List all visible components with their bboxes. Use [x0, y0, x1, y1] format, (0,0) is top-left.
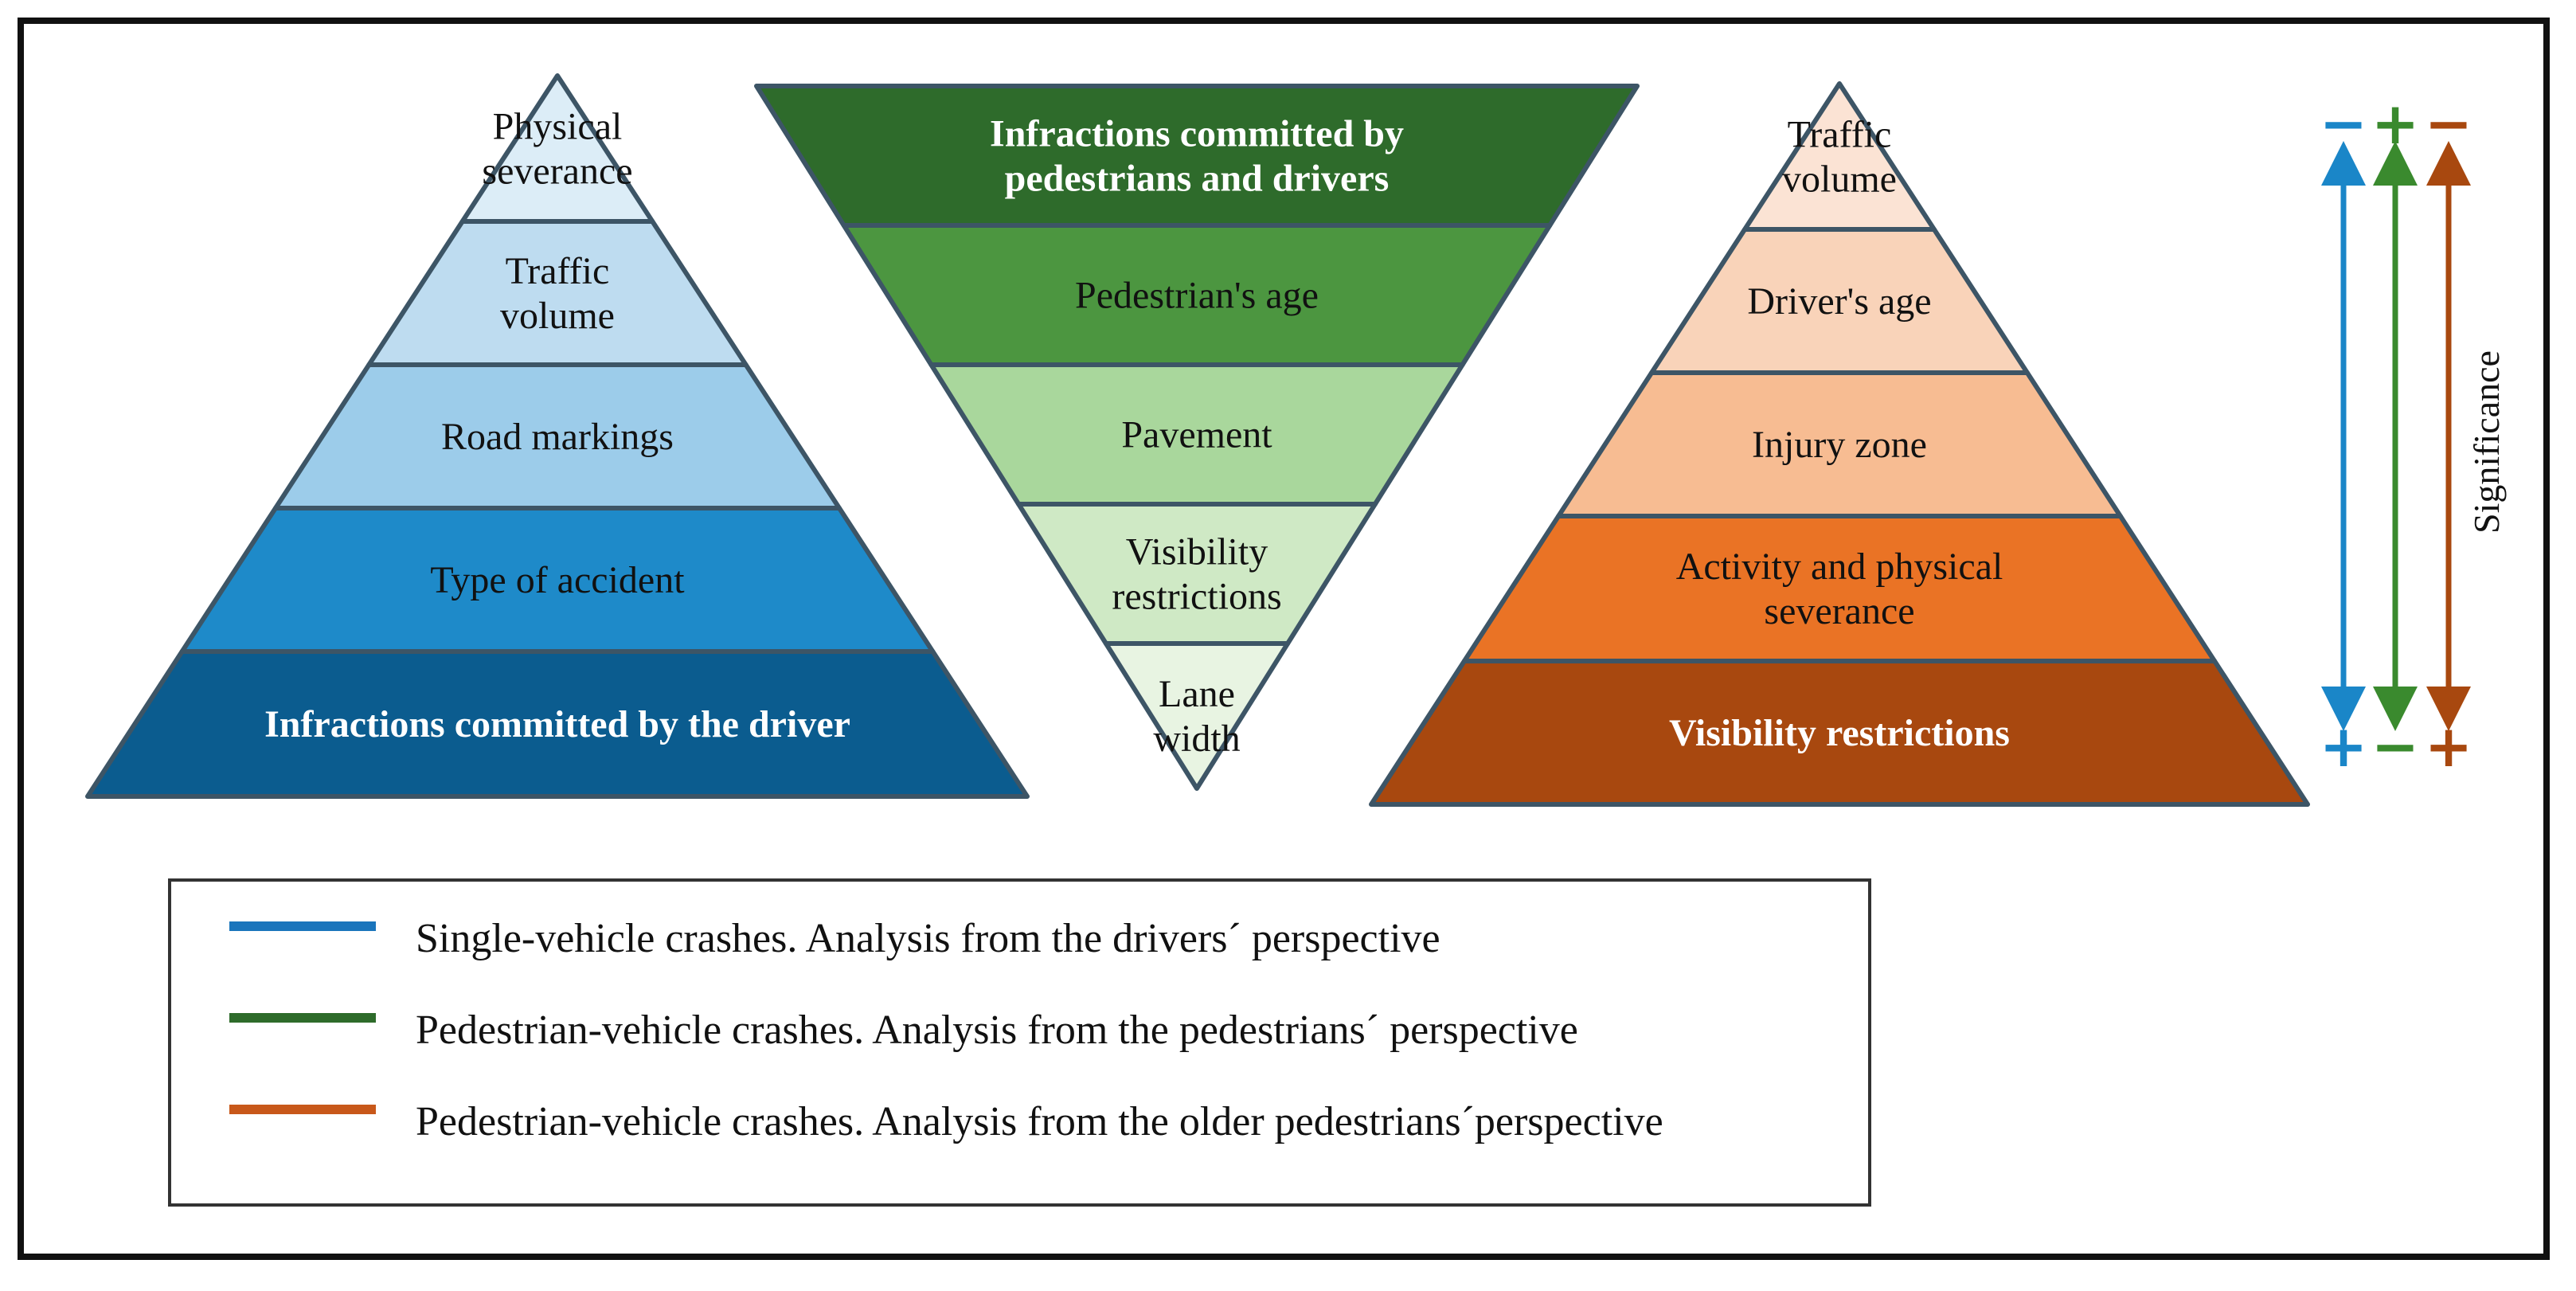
- pyramid-layer-label: Physical: [493, 106, 623, 148]
- pyramid-layer: [1103, 641, 1291, 791]
- pyramid-layer: [85, 649, 1030, 799]
- pyramid-layer-label: Infractions committed by the driver: [264, 703, 850, 745]
- significance-scale: Significance −++−−+: [2320, 90, 2507, 780]
- legend-label: Single-vehicle crashes. Analysis from th…: [416, 916, 1440, 961]
- significance-top-symbol: −: [2320, 90, 2367, 157]
- pyramid-layer-label: Visibility restrictions: [1669, 712, 2010, 754]
- pyramid-layer-label: width: [1153, 718, 1240, 760]
- pyramid-layer: [754, 84, 1640, 228]
- legend-label: Pedestrian-vehicle crashes. Analysis fro…: [416, 1007, 1578, 1053]
- significance-bottom-symbol: +: [2425, 713, 2472, 780]
- legend-box: [168, 878, 1871, 1207]
- pyramid-layer: [1461, 514, 2218, 663]
- pyramid-layer-label: severance: [1764, 590, 1914, 632]
- pyramid-layer: [366, 219, 749, 367]
- pyramid-layer: [1369, 659, 2310, 807]
- pyramid-layer: [459, 73, 655, 224]
- pyramid-layer-label: Visibility: [1126, 531, 1268, 573]
- legend: Single-vehicle crashes. Analysis from th…: [168, 878, 1871, 1207]
- significance-label: Significance: [2466, 350, 2507, 534]
- pyramid-layer: [1742, 81, 1937, 232]
- significance-bottom-symbol: −: [2371, 713, 2419, 780]
- pyramid-layer-label: Activity and physical: [1676, 546, 2003, 588]
- pyramid-layer-label: Lane: [1159, 673, 1235, 715]
- pyramid-layer-label: severance: [482, 151, 632, 193]
- pyramid-layer-label: restrictions: [1112, 576, 1281, 618]
- legend-label: Pedestrian-vehicle crashes. Analysis fro…: [416, 1099, 1663, 1144]
- significance-top-symbol: +: [2371, 90, 2419, 157]
- pyramid-layer: [1016, 502, 1378, 646]
- pyramid-layer-label: Driver's age: [1747, 280, 1931, 323]
- pyramid-layer-label: Traffic: [506, 250, 610, 292]
- pyramid-layer-label: volume: [500, 295, 615, 337]
- pyramid-layer-label: pedestrians and drivers: [1005, 158, 1390, 200]
- pyramid-layer-label: Injury zone: [1752, 424, 1927, 466]
- pyramid-layer-label: volume: [1782, 158, 1897, 201]
- pyramid-layer-label: Pavement: [1121, 414, 1272, 456]
- significance-top-symbol: −: [2425, 90, 2472, 157]
- significance-bottom-symbol: +: [2320, 713, 2367, 780]
- pyramid-layer-label: Infractions committed by: [990, 113, 1404, 155]
- pyramid-layer-label: Pedestrian's age: [1075, 275, 1319, 317]
- pyramid-layer-label: Road markings: [441, 416, 674, 458]
- pyramid-layer-label: Type of accident: [430, 559, 685, 601]
- pyramid-layer-label: Traffic: [1788, 114, 1892, 156]
